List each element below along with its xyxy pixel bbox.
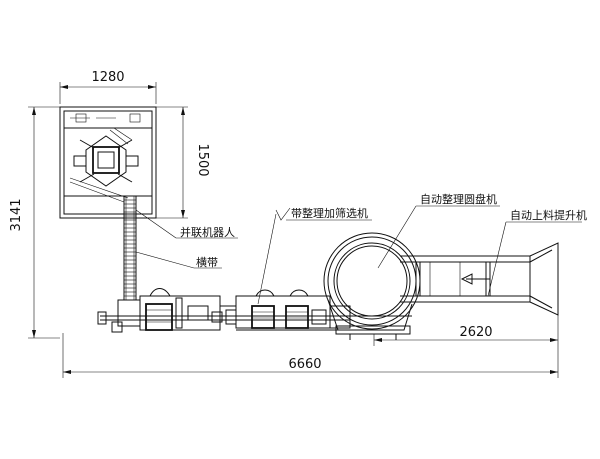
callout-cross-belt: 横带 xyxy=(135,251,222,269)
callout-auto-turntable-label: 自动整理圆盘机 xyxy=(420,192,497,206)
callout-auto-elevator-label: 自动上料提升机 xyxy=(510,208,587,222)
auto-turntable-machine xyxy=(323,232,421,340)
callout-belt-sorting-label: 带整理加筛选机 xyxy=(291,206,368,220)
vertical-chain-conveyor xyxy=(123,196,137,300)
flow-arrow-head xyxy=(460,273,473,285)
callout-auto-turntable: 自动整理圆盘机 xyxy=(377,192,500,269)
dimension-top-width-label: 1280 xyxy=(91,70,124,85)
dimension-right-height: 1500 xyxy=(150,106,210,219)
callout-belt-sorting: 带整理加筛选机 xyxy=(257,206,372,305)
dimension-top-width: 1280 xyxy=(59,70,157,104)
callout-parallel-robot: 并联机器人 xyxy=(135,209,238,239)
dimension-right-length: 2620 xyxy=(373,325,558,346)
dimension-total-height: 3141 xyxy=(9,106,60,339)
dimension-right-height-label: 1500 xyxy=(195,143,210,176)
machine-group-left xyxy=(139,288,237,331)
dimension-total-height-label: 3141 xyxy=(9,198,24,231)
auto-elevator-machine xyxy=(400,242,559,316)
belt-sorting-machine xyxy=(235,289,351,331)
parallel-robot-frame xyxy=(59,106,157,219)
callout-parallel-robot-label: 并联机器人 xyxy=(180,225,235,239)
callout-cross-belt-label: 横带 xyxy=(196,255,218,269)
dimension-total-length-label: 6660 xyxy=(288,357,321,372)
callout-auto-elevator: 自动上料提升机 xyxy=(487,208,587,297)
dimension-right-length-label: 2620 xyxy=(459,325,492,340)
